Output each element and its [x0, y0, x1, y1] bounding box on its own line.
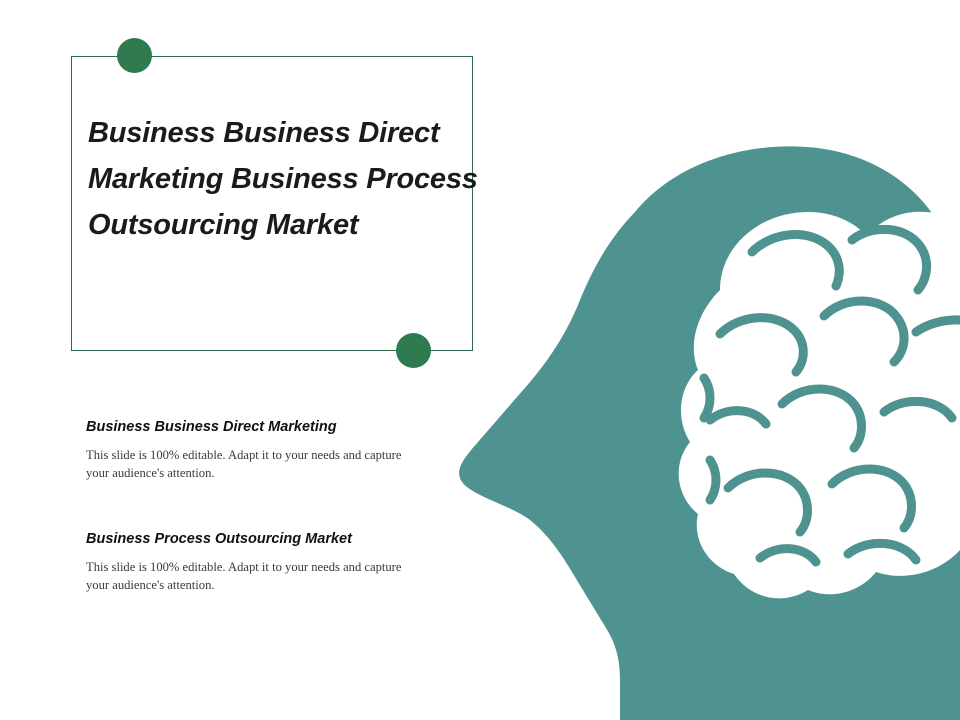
content-block-2-heading: Business Process Outsourcing Market: [86, 531, 352, 547]
content-block-2-body: This slide is 100% editable. Adapt it to…: [86, 560, 402, 592]
page-title: Business Business Direct Marketing Busin…: [88, 117, 478, 241]
content-block-2: Business Process Outsourcing Market This…: [86, 530, 406, 594]
content-block-1-heading: Business Business Direct Marketing: [86, 419, 337, 435]
decorative-dot-bottom: [396, 333, 431, 368]
content-block-1-body: This slide is 100% editable. Adapt it to…: [86, 448, 402, 480]
decorative-dot-top: [117, 38, 152, 73]
brain-folds: [699, 224, 960, 567]
content-block-1: Business Business Direct Marketing This …: [86, 418, 406, 482]
title-frame: [71, 56, 473, 351]
head-brain-illustration: [420, 120, 960, 720]
